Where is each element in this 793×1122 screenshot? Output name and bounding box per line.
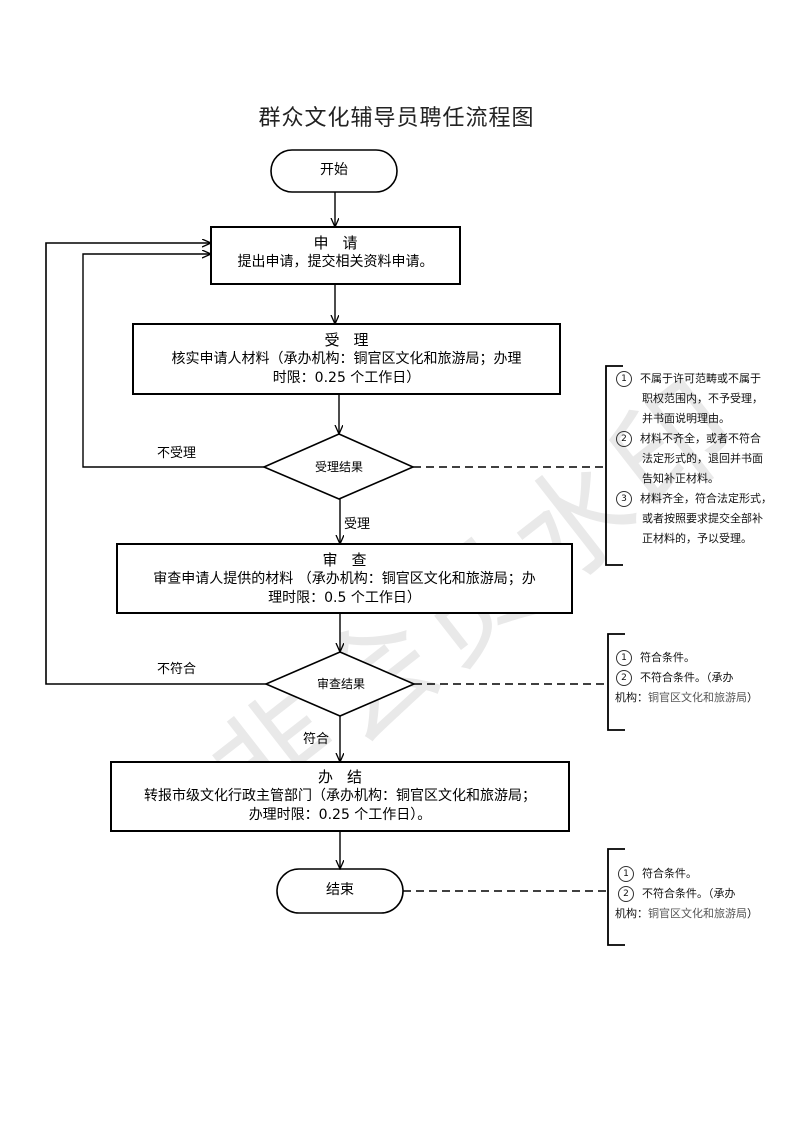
note-review-item-2-cont: 机构：铜官区文化和旅游局）	[615, 691, 758, 704]
loop-not-accepted	[82, 254, 264, 468]
start-terminal	[270, 149, 398, 193]
accept-box	[132, 323, 561, 395]
note-accept-item-2-line-3: 告知补正材料。	[642, 472, 719, 485]
accept-decision-diamond	[261, 433, 415, 500]
review-decision-label: 审查结果	[316, 677, 365, 691]
circled-number-icon: 3	[616, 491, 632, 507]
accept-text: 受理 核实申请人材料（承办机构：铜官区文化和旅游局；办理 时限：0.25 个工作…	[133, 331, 560, 388]
bracket-review-note	[607, 633, 625, 731]
circled-number-icon: 2	[616, 670, 632, 686]
circled-number-icon: 1	[616, 650, 632, 666]
circled-number-icon: 1	[618, 866, 634, 882]
bracket-end-note	[607, 848, 625, 946]
apply-text: 申请 提出申请，提交相关资料申请。	[211, 234, 460, 272]
review-box	[116, 543, 573, 614]
accept-heading: 受理	[324, 331, 383, 349]
apply-line-1: 提出申请，提交相关资料申请。	[237, 254, 434, 270]
apply-heading: 申请	[313, 234, 372, 252]
end-label: 结束	[326, 882, 354, 898]
circled-number-icon: 2	[618, 886, 634, 902]
review-heading: 审查	[322, 551, 381, 569]
edge-label-compliant: 符合	[303, 732, 330, 747]
review-line-1: 审查申请人提供的材料 （承办机构：铜官区文化和旅游局；办	[153, 571, 536, 587]
note-accept-item-2-line-2: 法定形式的，退回并书面	[642, 452, 763, 465]
bracket-accept-note	[605, 365, 623, 566]
finish-line-2: 办理时限：0.25 个工作日）。	[248, 807, 432, 823]
finish-heading: 办结	[317, 768, 376, 786]
note-accept-item-1-line-2: 职权范围内，不予受理，	[642, 392, 763, 405]
note-accept-item-3-line-3: 正材料的，予以受理。	[642, 532, 752, 545]
circled-number-icon: 1	[616, 371, 632, 387]
accept-line-2: 时限：0.25 个工作日）	[272, 370, 421, 386]
note-end-item-2-cont: 机构：铜官区文化和旅游局）	[615, 907, 758, 920]
start-label: 开始	[320, 162, 348, 178]
page-title: 群众文化辅导员聘任流程图	[258, 106, 535, 131]
finish-line-1: 转报市级文化行政主管部门（承办机构：铜官区文化和旅游局；	[144, 788, 536, 804]
edge-label-accepted: 受理	[344, 517, 371, 532]
circled-number-icon: 2	[616, 431, 632, 447]
accept-line-1: 核实申请人材料（承办机构：铜官区文化和旅游局；办理	[171, 351, 522, 367]
review-text: 审查 审查申请人提供的材料 （承办机构：铜官区文化和旅游局；办 理时限：0.5 …	[117, 551, 572, 608]
edge-label-not-compliant: 不符合	[157, 662, 197, 677]
note-accept-item-1-line-3: 并书面说明理由。	[642, 412, 730, 425]
loop-not-compliant	[45, 243, 266, 685]
review-line-2: 理时限：0.5 个工作日）	[268, 590, 421, 606]
note-accept-item-3-line-2: 或者按照要求提交全部补	[642, 512, 763, 525]
accept-decision-label: 受理结果	[314, 460, 363, 474]
finish-text: 办结 转报市级文化行政主管部门（承办机构：铜官区文化和旅游局； 办理时限：0.2…	[111, 768, 569, 825]
apply-box	[210, 226, 461, 285]
edge-label-not-accepted: 不受理	[157, 446, 197, 461]
